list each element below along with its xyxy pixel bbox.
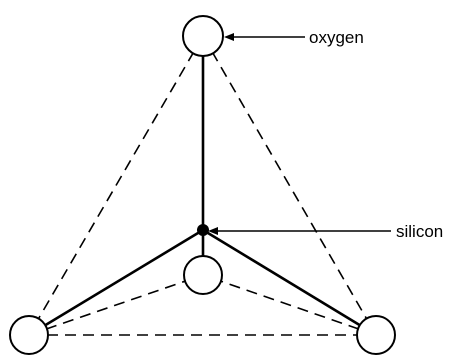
bond-left — [28, 228, 204, 337]
silicon-pointer-arrowhead — [208, 227, 218, 235]
silicon-atom — [197, 224, 209, 236]
edge-top-left — [28, 35, 204, 336]
silicon-label: silicon — [396, 222, 443, 241]
oxygen-atom-back — [183, 255, 223, 295]
oxygen-pointer-arrowhead — [224, 33, 234, 41]
oxygen-atoms — [9, 15, 396, 355]
bond-right — [202, 228, 377, 337]
oxygen-atom-right — [356, 315, 396, 355]
oxygen-callout: oxygen — [224, 28, 364, 47]
oxygen-atom-left — [9, 315, 49, 355]
edge-top-right — [202, 35, 377, 336]
oxygen-label: oxygen — [309, 28, 364, 47]
edge-left-back — [28, 274, 204, 336]
silicon-callout: silicon — [208, 222, 443, 241]
tetrahedron-edges — [28, 35, 377, 336]
oxygen-atom-top — [182, 15, 224, 57]
silicon-oxygen-bonds — [28, 36, 377, 337]
edge-right-back — [202, 274, 377, 336]
